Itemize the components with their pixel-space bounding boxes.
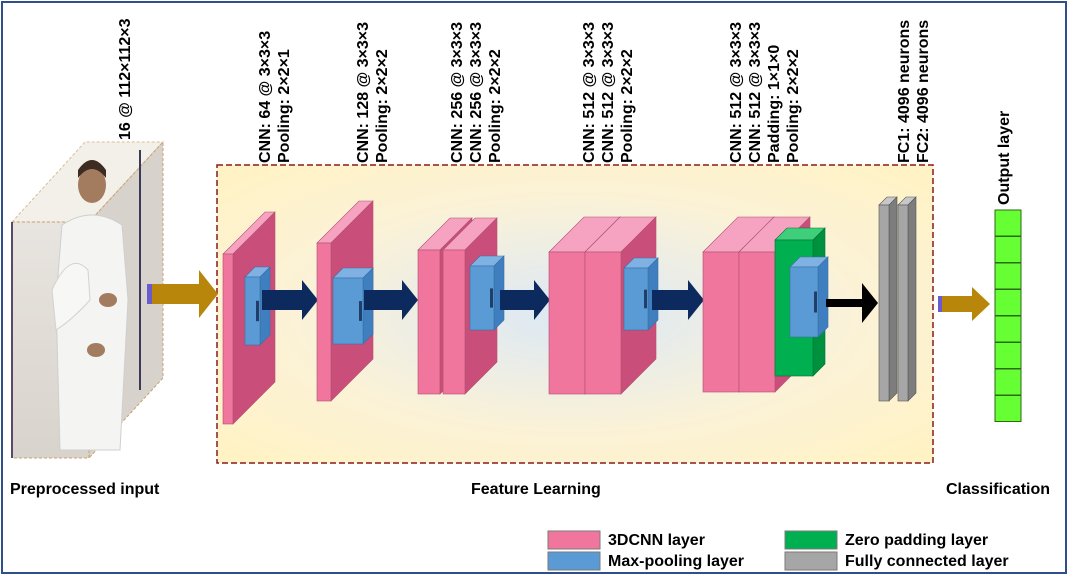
pool-block5-side	[817, 256, 829, 338]
input-video-cube	[10, 140, 165, 460]
output-cell	[994, 315, 1022, 343]
block2-label: CNN: 128 @ 3×3×3 Pooling: 2×2×2	[355, 21, 391, 163]
cnn-block1-layer1	[222, 253, 234, 425]
input-arrow	[147, 270, 218, 318]
block1-label: CNN: 64 @ 3×3×3 Pooling: 2×2×1	[257, 30, 293, 163]
legend-swatch-3dcnn	[547, 530, 601, 550]
pool-block2-mark	[359, 301, 362, 321]
output-layer	[994, 209, 1022, 422]
legend-swatch-fc	[784, 551, 838, 571]
cnn-block5-layer1	[702, 251, 740, 393]
pool-block5-mark	[814, 291, 817, 313]
cnn-block3-layer1	[417, 249, 441, 395]
classification-arrow	[938, 287, 990, 321]
pool-block1-mark	[256, 300, 259, 322]
fc2-layer	[897, 204, 909, 402]
arrow-block1	[262, 280, 318, 320]
cnn-block5-layer2	[738, 251, 776, 393]
person-figure	[51, 160, 129, 451]
arrow-block5	[826, 283, 878, 323]
output-cell	[994, 262, 1022, 290]
cnn-block4-layer2	[584, 251, 622, 395]
pool-block4-mark	[644, 289, 647, 309]
fc2-layer-side	[907, 196, 917, 402]
fc1-layer	[878, 204, 890, 402]
arrow-block2	[364, 280, 418, 320]
pool-block2	[332, 277, 364, 345]
output-cell	[994, 236, 1022, 263]
preprocessed-input-caption: Preprocessed input	[10, 481, 160, 498]
legend-label-zeropad: Zero padding layer	[845, 532, 989, 549]
cnn-block2-layer1	[316, 242, 332, 402]
output-cell	[994, 209, 1022, 237]
legend-label-3dcnn: 3DCNN layer	[608, 532, 705, 549]
feature-learning-caption: Feature Learning	[471, 481, 601, 498]
cnn-block4-layer1	[548, 251, 586, 395]
block5-label: CNN: 512 @ 3×3×3 CNN: 512 @ 3×3×3 Paddin…	[728, 21, 802, 163]
output-cell	[994, 368, 1022, 396]
block3-label: CNN: 256 @ 3×3×3 CNN: 256 @ 3×3×3 Poolin…	[449, 21, 504, 163]
block4-label: CNN: 512 @ 3×3×3 CNN: 512 @ 3×3×3 Poolin…	[581, 21, 636, 163]
output-cell	[994, 342, 1022, 369]
classification-caption: Classification	[946, 481, 1051, 498]
pool-block1	[244, 276, 261, 346]
fc-label: FC1: 4096 neurons FC2: 4096 neurons	[896, 19, 932, 163]
fc1-layer-side	[888, 196, 898, 402]
output-cell	[994, 395, 1022, 422]
pool-block3-mark	[490, 288, 493, 308]
output-layer-label: Output layer	[996, 110, 1013, 205]
legend-label-fc: Fully connected layer	[845, 553, 1009, 570]
legend-label-maxpool: Max-pooling layer	[608, 553, 745, 570]
legend-swatch-maxpool	[547, 551, 601, 571]
arrow-block4	[652, 280, 704, 320]
input-size-label: 16 @ 112×112×3	[117, 18, 134, 141]
legend-swatches	[547, 530, 838, 571]
pool-block5	[789, 266, 819, 338]
legend-swatch-zeropad	[784, 530, 838, 550]
cnn-block3-layer2	[442, 249, 466, 395]
arrow-block3	[500, 280, 550, 320]
output-cell	[994, 289, 1022, 316]
